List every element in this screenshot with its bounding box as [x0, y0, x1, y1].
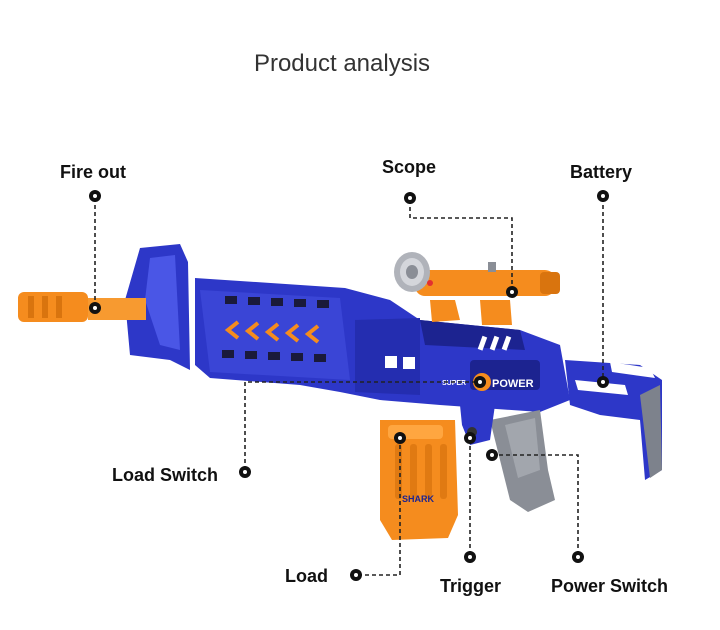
callout-leaders	[94, 198, 604, 576]
front-shroud	[125, 244, 190, 370]
label-trigger: Trigger	[440, 576, 502, 596]
body-logo: SUPER	[442, 380, 466, 387]
label-battery: Battery	[570, 162, 633, 182]
callout-dots	[89, 190, 609, 581]
white-stripes	[477, 335, 512, 351]
grip	[490, 410, 555, 512]
page-title: Product analysis	[253, 50, 431, 77]
label-fire-out: Fire out	[60, 162, 126, 182]
magazine-logo: SHARK	[402, 494, 435, 504]
chevron-decals	[224, 320, 320, 344]
label-scope: Scope	[382, 157, 437, 177]
label-load-switch: Load Switch	[112, 465, 219, 485]
magazine: SHARK	[380, 420, 458, 540]
scope	[394, 252, 560, 325]
stock	[565, 360, 662, 480]
window-slots	[222, 296, 415, 369]
muzzle	[18, 292, 146, 322]
label-power-switch: Power Switch	[551, 576, 669, 596]
label-load: Load	[285, 566, 328, 586]
power-text: POWER	[492, 378, 534, 390]
